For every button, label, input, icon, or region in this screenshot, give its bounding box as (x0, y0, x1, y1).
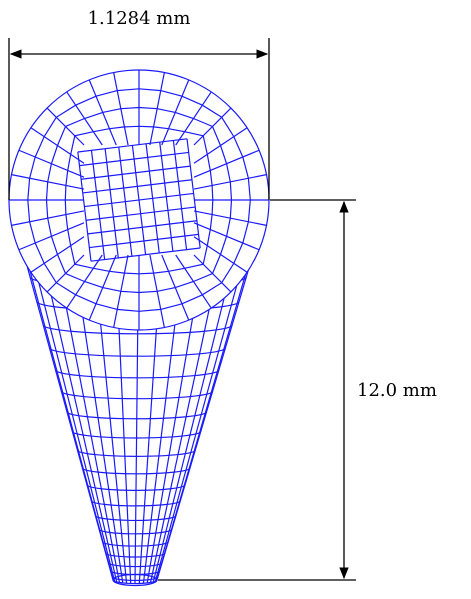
top-face-radial (113, 72, 129, 146)
top-face-radial (149, 72, 165, 146)
height-dimension (158, 199, 356, 581)
width-dimension (8, 38, 270, 200)
top-core-grid-line (145, 143, 160, 254)
top-core-grid-line (85, 206, 196, 221)
top-core-grid-line (87, 220, 197, 235)
top-face-radial (149, 254, 165, 328)
top-face-radial (193, 107, 232, 146)
top-core-grid-line (90, 247, 201, 262)
top-face-radial (30, 236, 85, 273)
top-face-radial (113, 254, 129, 328)
top-face-radial (161, 254, 190, 321)
width-label: 1.1284 mm (88, 8, 191, 29)
top-face-radial (193, 149, 260, 178)
top-face-radial (18, 222, 85, 251)
top-face-radial (193, 236, 248, 273)
top-core-grid-line (186, 138, 201, 249)
top-face-radial (46, 107, 85, 146)
top-face-radial (11, 174, 85, 190)
top-face-radial (11, 210, 85, 226)
cone-side-mesh (8, 199, 270, 587)
top-face-radial (193, 254, 232, 293)
top-face-radial (46, 254, 85, 293)
top-core-grid-line (172, 140, 188, 250)
top-face-radial (193, 210, 267, 226)
top-face-radial (30, 127, 85, 164)
cone-tip-ellipse (112, 573, 158, 587)
top-face-radial (175, 254, 212, 309)
top-core-grid-line (89, 233, 199, 249)
top-face-radial (193, 127, 248, 164)
top-core-grid-line (159, 142, 174, 252)
top-face-mesh (8, 69, 270, 331)
top-face-radial (66, 254, 103, 309)
top-face-radial (66, 91, 103, 146)
top-face-radial (88, 254, 117, 321)
height-label: 12.0 mm (357, 380, 437, 401)
top-core-grid-line (131, 145, 147, 255)
top-face-radial (161, 79, 190, 146)
top-face-radial (193, 222, 260, 251)
top-face-radial (175, 91, 212, 146)
top-face-radial (88, 79, 117, 146)
top-face-radial (18, 149, 85, 178)
top-face-radial (193, 174, 267, 190)
